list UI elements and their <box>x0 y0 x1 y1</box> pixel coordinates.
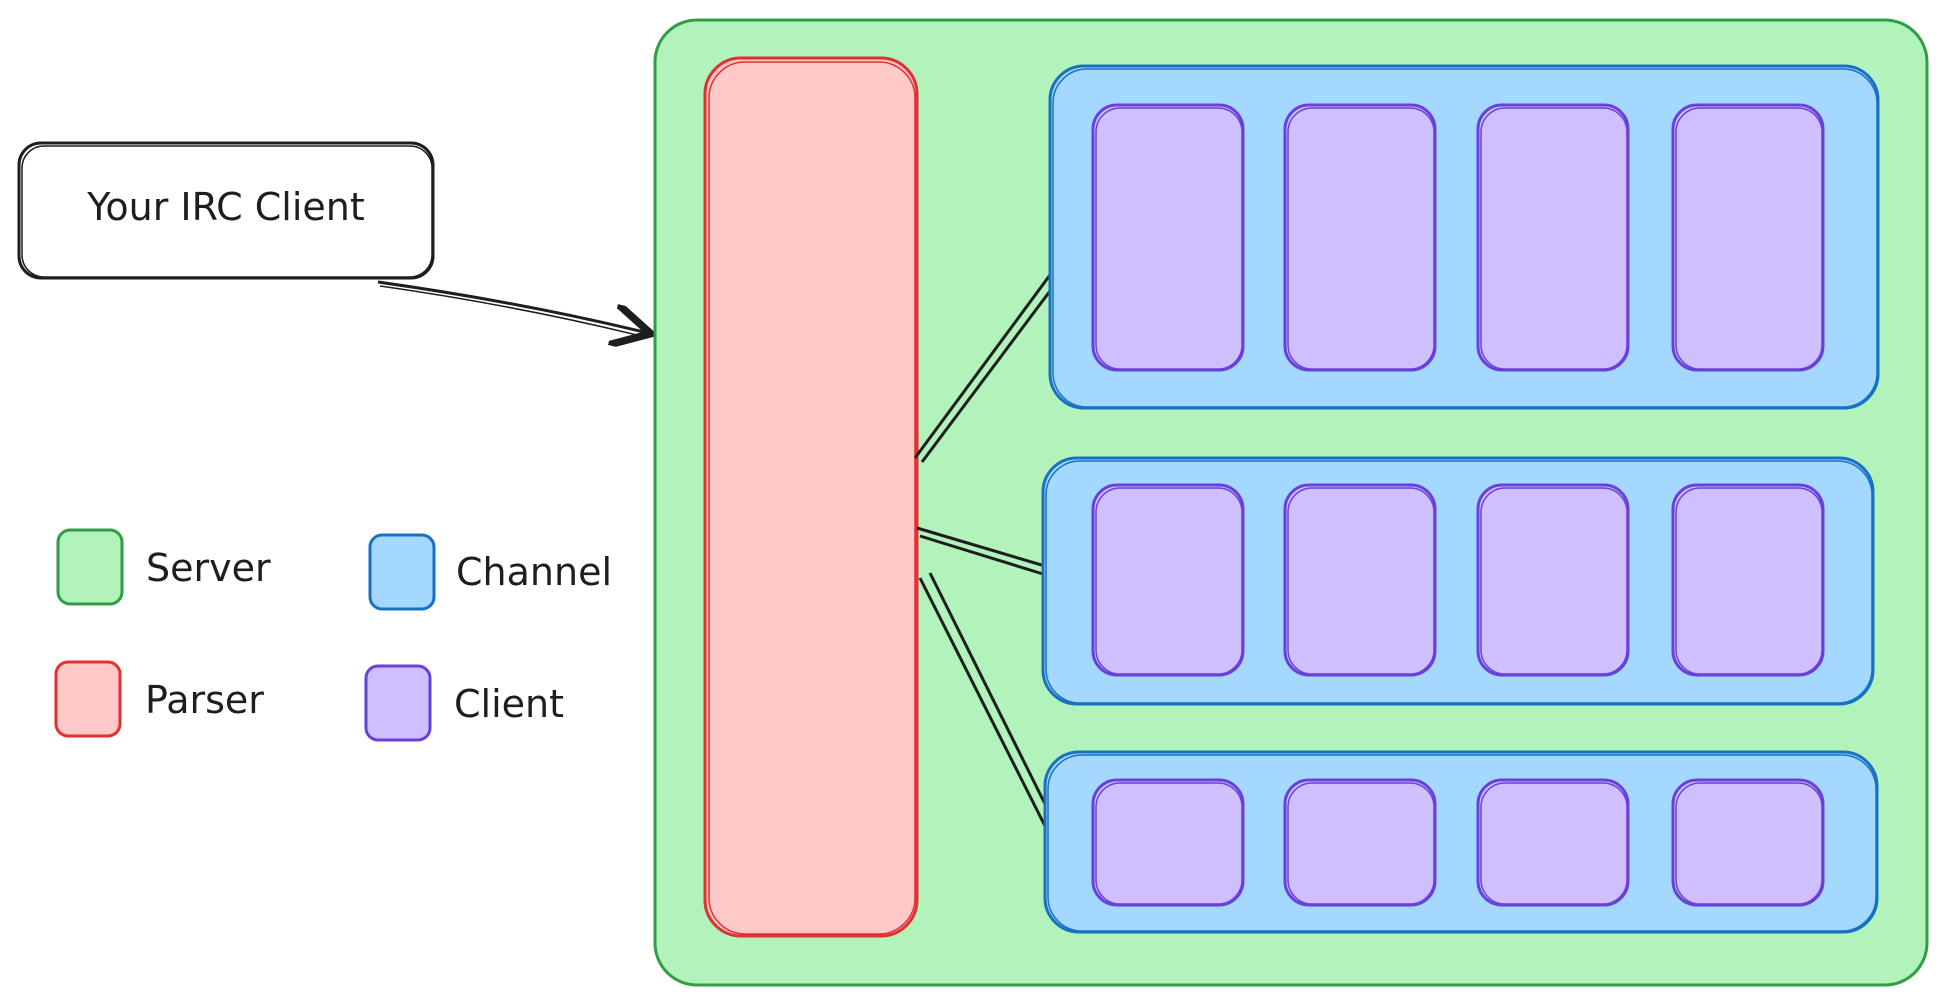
channel-2 <box>1041 456 1875 706</box>
channels-layer <box>1041 64 1880 934</box>
link-channel-2-b <box>919 534 1044 576</box>
client-1-4 <box>1671 103 1825 372</box>
connection-arrow <box>377 280 648 337</box>
legend-item-parser: Parser <box>54 660 264 738</box>
legend-item-channel: Channel <box>368 533 612 611</box>
legend-swatch-client <box>364 664 432 742</box>
legend-swatch-channel <box>368 533 436 611</box>
parser-channel-links <box>913 274 1058 829</box>
link-channel-1-b <box>920 282 1058 463</box>
client-3-3 <box>1476 778 1630 907</box>
legend-label-parser: Parser <box>145 678 264 722</box>
legend-swatch-parser <box>54 660 122 738</box>
link-channel-1 <box>913 274 1052 459</box>
link-channel-2 <box>916 526 1046 568</box>
legend-label-channel: Channel <box>456 550 612 594</box>
irc-client-node: Your IRC Client <box>17 141 435 280</box>
client-3-1 <box>1091 778 1245 907</box>
irc-client-label: Your IRC Client <box>86 185 365 229</box>
channel-1 <box>1048 64 1880 410</box>
channel-3 <box>1043 750 1879 934</box>
client-2-2 <box>1283 483 1437 677</box>
client-1-2 <box>1283 103 1437 372</box>
link-channel-3-b <box>928 572 1056 823</box>
client-3-4 <box>1671 778 1825 907</box>
legend-swatch-server <box>56 528 124 606</box>
legend-label-server: Server <box>146 546 271 590</box>
client-2-3 <box>1476 483 1630 677</box>
legend-label-client: Client <box>454 682 564 726</box>
client-2-1 <box>1091 483 1245 677</box>
client-1-3 <box>1476 103 1630 372</box>
client-1-1 <box>1091 103 1245 372</box>
legend-item-server: Server <box>56 528 271 606</box>
link-channel-3 <box>918 577 1048 829</box>
parser-node <box>703 56 919 938</box>
legend-item-client: Client <box>364 664 564 742</box>
client-2-4 <box>1671 483 1825 677</box>
client-3-2 <box>1283 778 1437 907</box>
